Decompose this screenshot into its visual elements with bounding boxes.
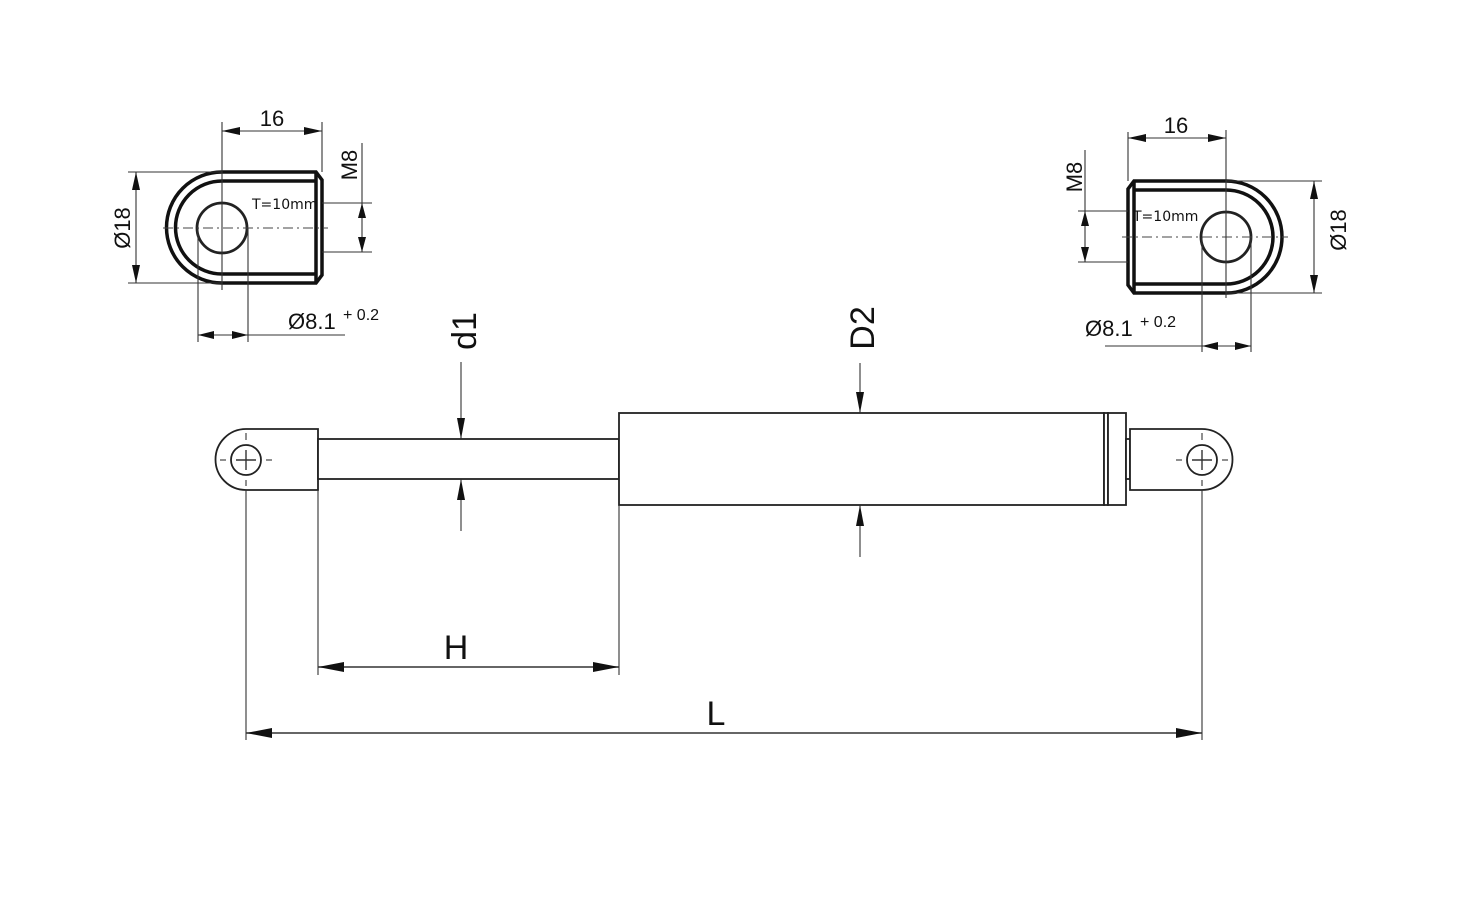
left-width-label: 16 [260, 106, 284, 131]
left-outer-diameter-label: Ø18 [110, 207, 135, 249]
right-eye-inner-outline [1134, 188, 1275, 286]
rod-diameter-label: d1 [446, 312, 484, 350]
tube-diameter-label: D2 [844, 306, 882, 349]
end-collar [1107, 412, 1127, 506]
stroke-label: H [444, 629, 469, 667]
right-width-label: 16 [1164, 113, 1188, 138]
right-hole-diameter-label: Ø8.1 [1085, 316, 1133, 341]
left-eye-detail: 16 Ø18 M8 T=10mm Ø8.1 + 0.2 [110, 106, 379, 342]
left-eye-inner-outline [173, 179, 316, 276]
piston-rod [317, 438, 620, 480]
right-eye-detail: 16 Ø18 M8 T=10mm Ø8.1 + 0.2 [1062, 113, 1351, 352]
right-thread-label: M8 [1062, 162, 1087, 193]
right-outer-diameter-label: Ø18 [1326, 209, 1351, 251]
gas-spring-main-view: d1 D2 H L [214, 306, 1234, 740]
left-hole-diameter-label: Ø8.1 [288, 309, 336, 334]
left-thread-label: M8 [337, 150, 362, 181]
right-depth-label: T=10mm [1132, 209, 1198, 225]
left-hole-tolerance-label: + 0.2 [343, 307, 379, 324]
length-label: L [707, 695, 726, 733]
left-depth-label: T=10mm [251, 197, 317, 213]
cylinder-tube [618, 412, 1105, 506]
right-hole-tolerance-label: + 0.2 [1140, 314, 1176, 331]
